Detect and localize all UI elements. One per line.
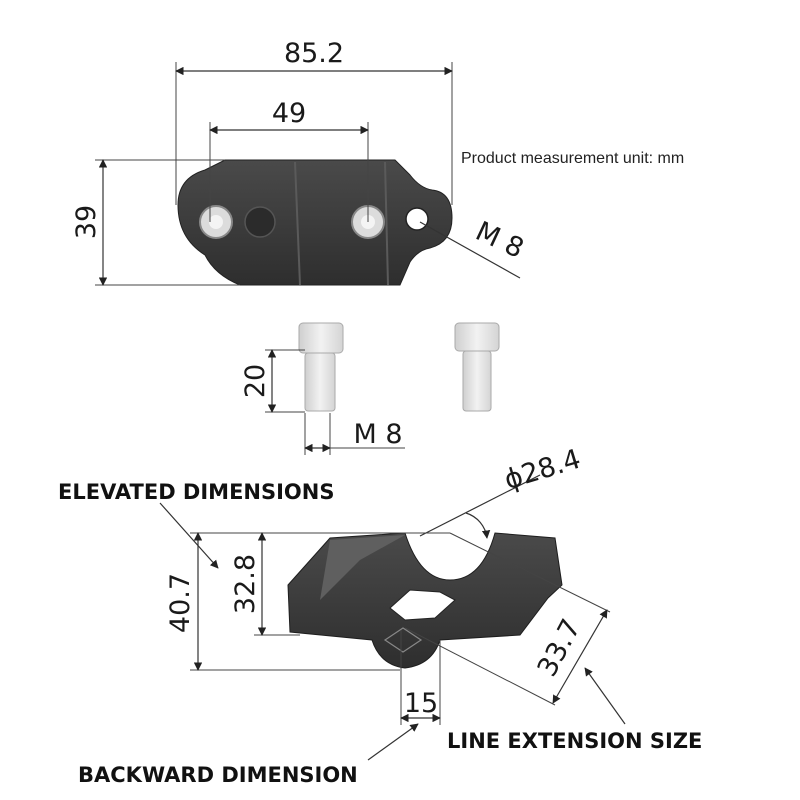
dim-hole-spacing-label: 49	[272, 98, 306, 129]
dim-bolt-length-label: 20	[240, 364, 271, 398]
riser-side-slot	[389, 589, 456, 621]
bolt-socket-left	[209, 215, 223, 229]
dim-elevated-height-label: 32.8	[230, 554, 261, 614]
dim-top-height: 39	[71, 159, 240, 286]
dim-total-height: 40.7	[165, 532, 400, 671]
dim-top-width: 85.2	[175, 38, 453, 205]
callout-backward-label: BACKWARD DIMENSION	[78, 763, 358, 787]
side-view-part	[287, 532, 563, 669]
recess-hole	[244, 206, 276, 238]
dim-total-height-label: 40.7	[165, 573, 196, 633]
dim-line-extension-label: 33.7	[532, 614, 588, 682]
dim-hole-spacing: 49	[209, 98, 369, 222]
dim-clamp-diameter: ϕ28.4	[419, 444, 585, 539]
dim-backward-label: 15	[404, 688, 438, 719]
bolt-left	[298, 322, 344, 412]
callout-elevated: ELEVATED DIMENSIONS	[58, 480, 335, 569]
dim-backward: 15	[400, 630, 441, 725]
dim-top-height-label: 39	[71, 205, 102, 239]
callout-line-extension: LINE EXTENSION SIZE	[447, 667, 702, 753]
dim-bolt-thread: M 8	[304, 413, 405, 455]
riser-top-body	[177, 159, 453, 286]
unit-note: Product measurement unit: mm	[461, 150, 684, 167]
dim-elevated-height: 32.8	[230, 532, 450, 636]
dim-top-thread-label: M 8	[471, 216, 529, 265]
dim-bolt-length: 20	[240, 349, 305, 413]
riser-side-highlight	[320, 535, 405, 600]
dim-bolt-thread-label: M 8	[353, 419, 402, 450]
callout-backward: BACKWARD DIMENSION	[78, 723, 419, 787]
riser-logo-diamond	[383, 627, 423, 653]
mount-hole	[405, 207, 429, 231]
dim-clamp-diameter-label: ϕ28.4	[501, 444, 585, 496]
callout-elevated-label: ELEVATED DIMENSIONS	[58, 480, 335, 504]
callout-line-extension-label: LINE EXTENSION SIZE	[447, 729, 702, 753]
riser-top-ridge	[294, 161, 389, 286]
dim-top-width-label: 85.2	[284, 38, 344, 69]
top-view-part	[177, 159, 453, 286]
bolt-right	[454, 322, 500, 412]
